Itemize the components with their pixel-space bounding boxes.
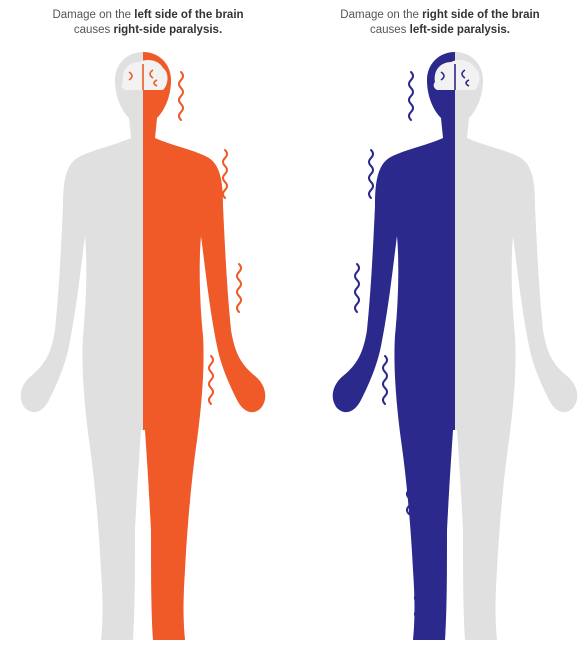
wavy-line-icon	[369, 150, 373, 198]
wavy-line-icon	[383, 356, 387, 404]
left-figure	[21, 52, 266, 640]
wavy-line-icon	[237, 264, 241, 312]
wavy-line-icon	[223, 150, 227, 198]
right-figure	[333, 52, 578, 640]
wavy-line-icon	[355, 264, 359, 312]
wavy-line-icon	[209, 356, 213, 404]
wavy-line-icon	[179, 72, 183, 120]
wavy-line-icon	[409, 72, 413, 120]
